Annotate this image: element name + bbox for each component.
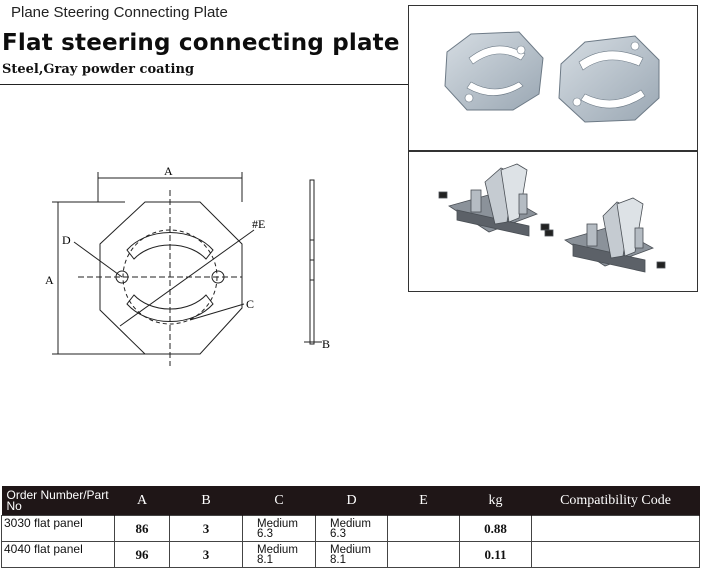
spec-table: Order Number/Part No A B C D E kg Compat… bbox=[1, 486, 700, 568]
col-header-b: B bbox=[169, 486, 243, 516]
cell-c-line1: Medium bbox=[257, 543, 298, 556]
label-d: D bbox=[62, 233, 71, 247]
cell-d-line1: Medium bbox=[330, 543, 371, 556]
col-header-compat: Compatibility Code bbox=[531, 486, 700, 516]
plate-outline bbox=[99, 201, 243, 355]
col-header-a: A bbox=[114, 486, 170, 516]
col-header-e: E bbox=[387, 486, 460, 516]
cell-compat bbox=[531, 541, 700, 568]
cell-b: 3 bbox=[169, 541, 243, 568]
cell-d-line2: 6.3 bbox=[330, 527, 346, 540]
photo-divider bbox=[409, 150, 697, 152]
cell-a: 86 bbox=[114, 515, 170, 542]
cell-d-line1: Medium bbox=[330, 517, 371, 530]
assembly-photo bbox=[438, 163, 666, 273]
label-a-top: A bbox=[164, 164, 173, 178]
cell-kg: 0.11 bbox=[459, 541, 532, 568]
subtitle: Steel,Gray powder coating bbox=[2, 62, 195, 77]
slot-top bbox=[126, 232, 214, 260]
col-header-part: Order Number/Part No bbox=[1, 486, 115, 516]
cell-c-line1: Medium bbox=[257, 517, 298, 530]
label-c: C bbox=[246, 297, 254, 311]
cell-e bbox=[387, 541, 460, 568]
table-header-row: Order Number/Part No A B C D E kg Compat… bbox=[1, 486, 700, 516]
cell-c-line2: 6.3 bbox=[257, 527, 273, 540]
cell-a: 96 bbox=[114, 541, 170, 568]
page-title: Flat steering connecting plate bbox=[2, 30, 400, 56]
col-header-d: D bbox=[315, 486, 388, 516]
label-e: #E bbox=[252, 217, 265, 231]
col-header-c: C bbox=[242, 486, 316, 516]
cell-e bbox=[387, 515, 460, 542]
label-a-left: A bbox=[45, 273, 54, 287]
cell-c-line2: 8.1 bbox=[257, 553, 273, 566]
col-header-kg: kg bbox=[459, 486, 532, 516]
top-label: Plane Steering Connecting Plate bbox=[11, 4, 228, 21]
cell-kg: 0.88 bbox=[459, 515, 532, 542]
plate-technical-drawing: A A D #E C bbox=[45, 164, 265, 366]
flat-plate-photo bbox=[444, 31, 660, 123]
plate-side-view: B bbox=[304, 179, 330, 351]
cell-name: 4040 flat panel bbox=[1, 541, 115, 568]
side-view-plate bbox=[309, 179, 315, 345]
cell-d-line2: 8.1 bbox=[330, 553, 346, 566]
cell-name: 3030 flat panel bbox=[1, 515, 115, 542]
cell-b: 3 bbox=[169, 515, 243, 542]
title-rule bbox=[0, 84, 408, 85]
cell-compat bbox=[531, 515, 700, 542]
product-photo-panel bbox=[408, 5, 698, 292]
hole-left bbox=[115, 270, 129, 284]
slot-bottom bbox=[126, 294, 214, 322]
label-b: B bbox=[322, 337, 330, 351]
hole-right bbox=[211, 270, 225, 284]
